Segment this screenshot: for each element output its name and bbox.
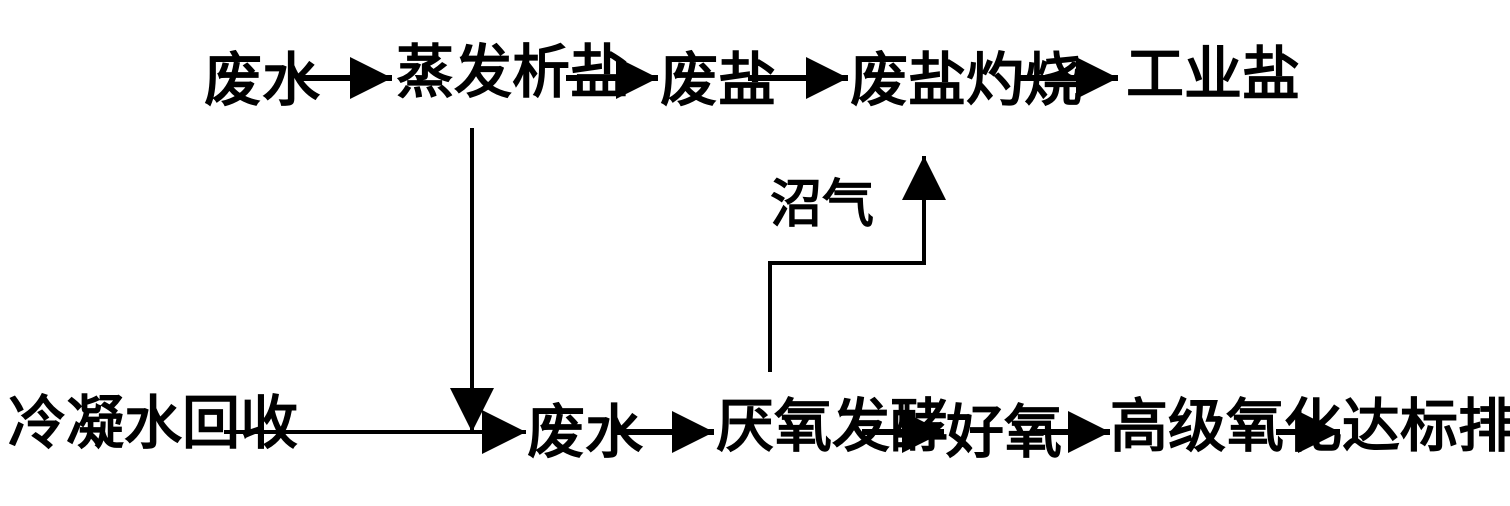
node-aerobic: 好氧 bbox=[946, 398, 1063, 466]
node-anaerobic-fermentation: 厌氧发酵 bbox=[716, 392, 949, 460]
node-industrial-salt: 工业盐 bbox=[1126, 40, 1301, 108]
node-evaporation-salt: 蒸发析盐 bbox=[396, 38, 629, 106]
label-biogas: 沼气 bbox=[770, 174, 875, 235]
node-condensate-recovery: 冷凝水回收 bbox=[8, 389, 299, 457]
arrow-biogas-to-burning bbox=[768, 156, 946, 372]
node-discharge-standard: 达标排放 bbox=[1342, 392, 1510, 460]
node-waste-salt-burning: 废盐灼烧 bbox=[850, 46, 1083, 114]
node-wastewater-top: 废水 bbox=[204, 46, 321, 114]
node-wastewater-bottom: 废水 bbox=[527, 398, 644, 466]
node-advanced-oxidation: 高级氧化 bbox=[1110, 392, 1343, 460]
node-waste-salt: 废盐 bbox=[660, 46, 777, 114]
